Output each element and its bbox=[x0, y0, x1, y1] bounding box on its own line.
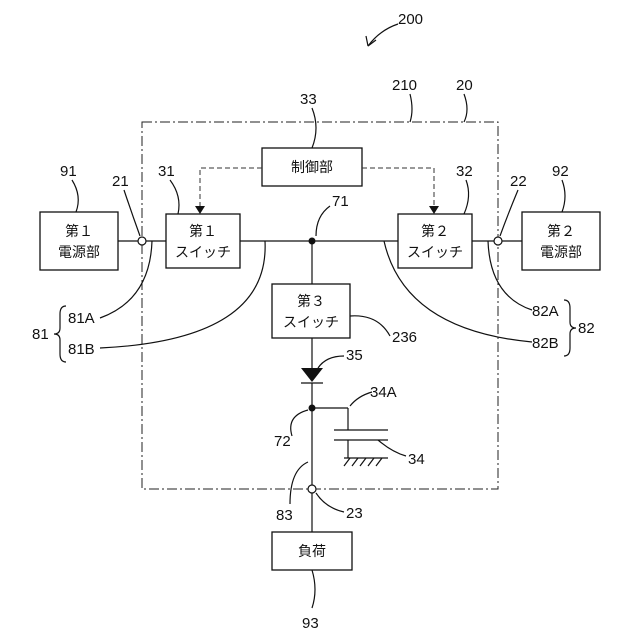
switch2-label-line1: 第２ bbox=[421, 223, 449, 240]
group82-label: 82 bbox=[578, 320, 595, 337]
diode-ref: 35 bbox=[346, 347, 363, 364]
switch3-ref: 236 bbox=[392, 329, 417, 346]
switch1-leader bbox=[170, 180, 179, 214]
load-ref: 93 bbox=[302, 615, 319, 632]
switch2-ref: 32 bbox=[456, 163, 473, 180]
terminal-23 bbox=[308, 485, 316, 493]
psu1-ref: 91 bbox=[60, 163, 77, 180]
terminal23-leader bbox=[316, 493, 344, 512]
line82A-label: 82A bbox=[532, 303, 559, 320]
node71-leader bbox=[316, 206, 330, 236]
control-unit-label: 制御部 bbox=[291, 160, 333, 176]
terminal22-leader bbox=[500, 190, 518, 236]
control-ref: 33 bbox=[300, 91, 317, 108]
psu2-leader bbox=[562, 180, 565, 212]
terminal-21 bbox=[138, 237, 146, 245]
diode-35 bbox=[301, 368, 323, 382]
psu1-box bbox=[40, 212, 118, 270]
terminal22-ref: 22 bbox=[510, 173, 527, 190]
psu1-label-line1: 第１ bbox=[65, 223, 93, 240]
node72-leader bbox=[291, 410, 308, 436]
group81-brace bbox=[54, 306, 66, 362]
switch3-label-line2: スイッチ bbox=[283, 315, 339, 331]
switch3-leader bbox=[350, 316, 390, 336]
cap-leader bbox=[378, 440, 406, 456]
diode-leader bbox=[318, 356, 344, 368]
load-leader bbox=[312, 570, 315, 608]
load-label: 負荷 bbox=[298, 544, 326, 560]
enclosure-leader bbox=[410, 94, 412, 122]
control-line-to-switch2 bbox=[362, 168, 434, 206]
control-line-to-switch1 bbox=[200, 168, 262, 206]
control-leader bbox=[312, 108, 316, 148]
ground-hatch bbox=[344, 458, 382, 466]
psu2-label-line2: 電源部 bbox=[540, 245, 582, 261]
node72-ref: 72 bbox=[274, 433, 291, 450]
terminal21-ref: 21 bbox=[112, 173, 129, 190]
terminal-22 bbox=[494, 237, 502, 245]
cap-ref: 34 bbox=[408, 451, 425, 468]
control-arrowhead-switch2 bbox=[429, 206, 439, 214]
device-leader bbox=[464, 94, 467, 122]
psu1-label-line2: 電源部 bbox=[58, 245, 100, 261]
switch1-label-line1: 第１ bbox=[189, 223, 217, 240]
psu2-box bbox=[522, 212, 600, 270]
device-ref: 20 bbox=[456, 77, 473, 94]
line83-ref: 83 bbox=[276, 507, 293, 524]
terminal23-ref: 23 bbox=[346, 505, 363, 522]
switch2-label-line2: スイッチ bbox=[407, 245, 463, 261]
cap-line-leader bbox=[350, 392, 372, 406]
line82B-label: 82B bbox=[532, 335, 559, 352]
cap-line-ref: 34A bbox=[370, 384, 397, 401]
system-arrowhead bbox=[366, 36, 376, 46]
system-ref: 200 bbox=[398, 11, 423, 28]
enclosure-ref: 210 bbox=[392, 77, 417, 94]
psu1-leader bbox=[72, 180, 78, 212]
switch3-label-line1: 第３ bbox=[297, 293, 325, 310]
node71-ref: 71 bbox=[332, 193, 349, 210]
group82-brace bbox=[564, 300, 576, 356]
line81A-label: 81A bbox=[68, 310, 95, 327]
control-arrowhead-switch1 bbox=[195, 206, 205, 214]
psu2-label-line1: 第２ bbox=[547, 223, 575, 240]
terminal21-leader bbox=[124, 190, 140, 236]
switch1-label-line2: スイッチ bbox=[175, 245, 231, 261]
switch2-leader bbox=[464, 180, 469, 214]
line81B-label: 81B bbox=[68, 341, 95, 358]
line83-leader bbox=[290, 462, 308, 504]
switch1-ref: 31 bbox=[158, 163, 175, 180]
group81-label: 81 bbox=[32, 326, 49, 343]
psu2-ref: 92 bbox=[552, 163, 569, 180]
